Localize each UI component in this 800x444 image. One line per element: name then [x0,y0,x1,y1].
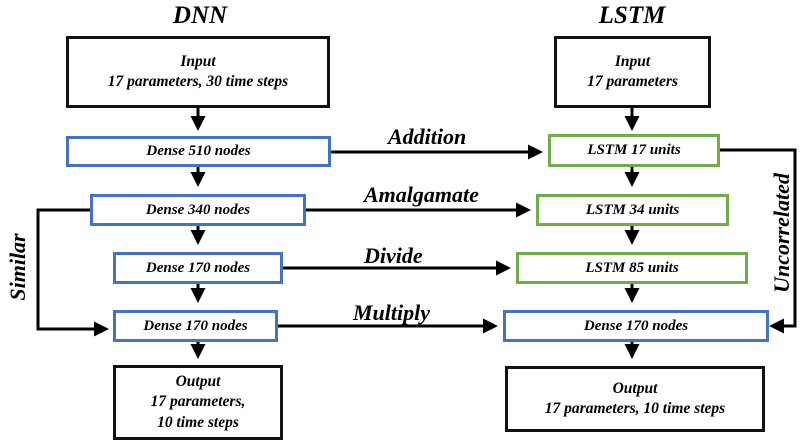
dnn-dense-510-box: Dense 510 nodes [66,136,331,167]
lstm-input-title: Input [614,52,651,70]
uncorrelated-skip-arrow [720,148,797,334]
dnn-dense-510-label: Dense 510 nodes [146,143,251,159]
lstm-output-box: Output 17 parameters, 10 time steps [505,366,765,432]
dnn-dense-340-label: Dense 340 nodes [145,201,251,218]
lstm-dense-170-box: Dense 170 nodes [503,310,769,342]
lstm-input-detail: 17 parameters [587,73,678,90]
lstm-17-units-label: LSTM 17 units [587,142,681,158]
dnn-dense-170-second-label: Dense 170 nodes [143,317,248,334]
lstm-34-units-label: LSTM 34 units [585,201,680,218]
similar-label: Similar [5,233,30,301]
dnn-output-detail-1: 17 parameters, [150,393,246,411]
lstm-dense-170-label: Dense 170 nodes [583,317,689,334]
dnn-dense-170-second-box: Dense 170 nodes [113,310,278,342]
addition-label: Addition [388,124,467,149]
dnn-input-title: Input [180,52,216,70]
divide-label: Divide [364,243,423,268]
multiply-label: Multiply [353,300,431,325]
lstm-input-box: Input 17 parameters [554,36,711,108]
lstm-85-units-box: LSTM 85 units [516,252,748,284]
dnn-input-detail: 17 parameters, 30 time steps [107,73,289,90]
similar-skip-arrow [36,208,109,337]
uncorrelated-label: Uncorrelated [769,173,794,293]
dnn-heading: DNN [172,2,228,29]
dnn-dense-170-label: Dense 170 nodes [145,259,251,276]
dnn-dense-340-box: Dense 340 nodes [90,194,306,226]
lstm-17-units-box: LSTM 17 units [548,134,720,167]
amalgamate-label: Amalgamate [364,182,479,207]
dnn-output-detail-2: 10 time steps [157,413,239,431]
lstm-85-units-label: LSTM 85 units [585,259,679,276]
dnn-dense-170-box: Dense 170 nodes [113,252,283,284]
lstm-34-units-box: LSTM 34 units [536,194,729,226]
lstm-heading: LSTM [598,2,666,29]
lstm-output-detail: 17 parameters, 10 time steps [544,400,726,417]
dnn-input-box: Input 17 parameters, 30 time steps [66,36,330,108]
dnn-output-box: Output 17 parameters, 10 time steps [113,365,283,440]
dnn-output-title: Output [175,373,221,391]
lstm-output-title: Output [612,379,658,397]
